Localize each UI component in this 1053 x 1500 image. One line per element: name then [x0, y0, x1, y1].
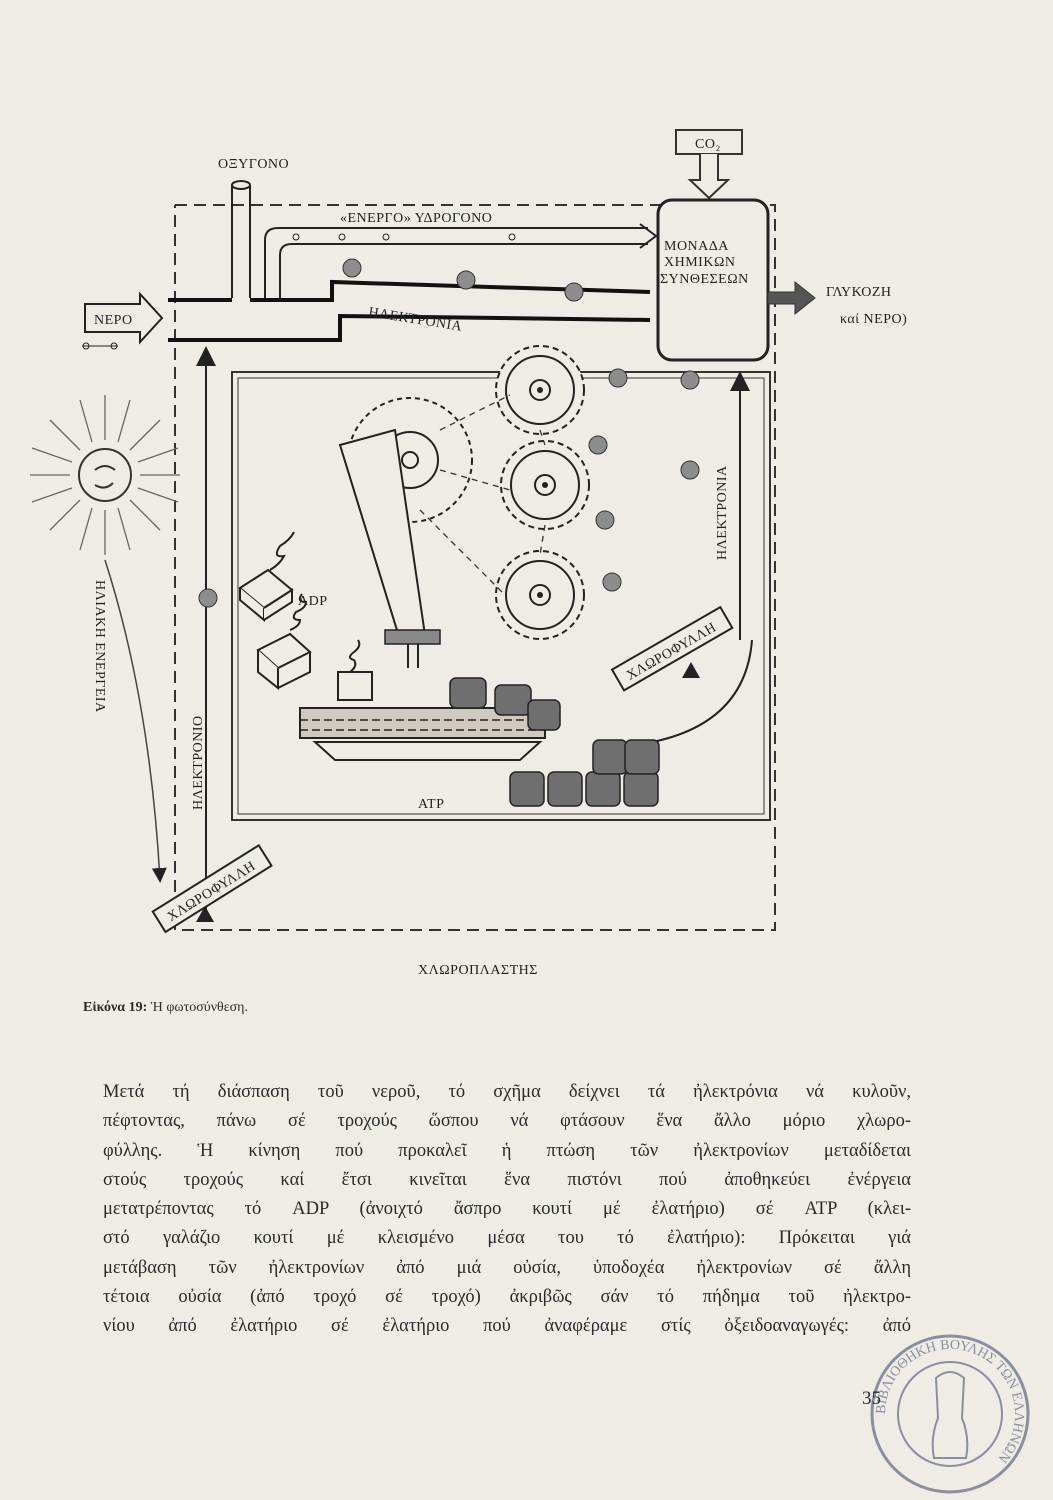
atp-label: ATP: [418, 797, 444, 812]
body-paragraph: Μετά τή διάσπαση τοῦ νεροῦ, τό σχῆμα δεί…: [103, 1078, 911, 1342]
electron-left-label: ΗΛΕΚΤΡΟΝΙΟ: [191, 715, 206, 810]
solar-ray: [104, 559, 167, 883]
body-line: τέτοια οὐσία (ἀπό τροχό σέ τροχό) ἀκριβῶ…: [103, 1287, 911, 1308]
hydrogen-pipe: [264, 227, 648, 298]
page-number: 35: [862, 1388, 881, 1409]
electrons-right-label: ΗΛΕΚΤΡΟΝΙΑ: [715, 465, 730, 560]
chloroplast-boundary: [174, 204, 776, 931]
atp-blocks: [449, 677, 660, 807]
electron-channel: [168, 279, 651, 342]
figure-caption: Εἰκόνα 19: Ἡ φωτοσύνθεση.: [83, 1000, 248, 1016]
oxygen-pipe: [231, 185, 251, 298]
chlorophyll-left-marker: [196, 906, 214, 922]
solar-energy-label: ΗΛΙΑΚΗ ΕΝΕΡΓΕΙΑ: [92, 580, 107, 713]
glucose-label: ΓΛΥΚΟΖΗ: [826, 285, 891, 300]
chloroplast-label: ΧΛΩΡΟΠΛΑΣΤΗΣ: [418, 963, 538, 978]
photosynthesis-diagram: CO₂ ΜΟΝΑΔΑ ΧΗΜΙΚΩΝ ΣΥΝΘΕΣΕΩΝ ΓΛΥΚΟΖΗ καί…: [30, 129, 907, 978]
body-line: στό γαλάζιο κουτί μέ κλεισμένο μέσα του …: [103, 1228, 911, 1249]
body-line: μετάβαση τῶν ἠλεκτρονίων ἀπό μιά οὐσία, …: [103, 1257, 911, 1278]
co2-box: [675, 129, 743, 155]
oxygen-label: ΟΞΥΓΟΝΟ: [218, 157, 289, 172]
body-line: Μετά τή διάσπαση τοῦ νεροῦ, τό σχῆμα δεί…: [103, 1082, 911, 1102]
caption-text: Ἡ φωτοσύνθεση.: [150, 1000, 248, 1015]
body-line: φύλλης. Ἡ κίνηση πού προκαλεῖ ἡ πτώση τῶ…: [103, 1140, 911, 1161]
caption-prefix: Εἰκόνα 19:: [83, 1000, 148, 1015]
synthesis-unit: [656, 198, 770, 362]
co2-arrow: [687, 154, 731, 200]
piston: [338, 428, 441, 668]
chlorophyll-left-label: ΧΛΩΡΟΦΥΛΛΗ: [165, 859, 259, 925]
adp-box-2: [256, 593, 312, 691]
unit-label-3: ΣΥΝΘΕΣΕΩΝ: [660, 272, 749, 287]
conveyor-belt: [299, 707, 546, 761]
gear-wheel-middle: [500, 440, 590, 530]
chlorophyll-right-label: ΧΛΩΡΟΦΥΛΛΗ: [624, 620, 719, 683]
glucose-arrow: [767, 280, 816, 316]
body-line: νίου ἀπό ἐλατήριο σέ ἐλατήριο πού ἀναφέρ…: [103, 1316, 911, 1337]
water-label: ΝΕΡΟ: [94, 313, 133, 328]
body-line: στούς τροχούς καί ἔτσι κινεῖται ἕνα πιστ…: [103, 1169, 911, 1190]
body-line: πέφτοντας, πάνω σέ τροχούς ὥσπου νά φτάσ…: [103, 1111, 911, 1132]
adp-box-3: [337, 639, 373, 701]
library-stamp: ΒΙΒΛΙΟΘΗΚΗ ΒΟΥΛΗΣ ΤΩΝ ΕΛΛΗΝΩΝ: [870, 1334, 1030, 1494]
adp-box-1: [238, 531, 295, 623]
chlorophyll-right-marker: [682, 662, 700, 678]
gear-wheel-top: [495, 345, 585, 435]
active-hydrogen-label: «ΕΝΕΡΓΟ» ΥΔΡΟΓΟΝΟ: [340, 211, 492, 226]
body-line: μετατρέποντας τό ADP (ἀνοιχτό ἄσπρο κουτ…: [103, 1199, 911, 1220]
unit-label-1: ΜΟΝΑΔΑ: [664, 239, 729, 254]
unit-label-2: ΧΗΜΙΚΩΝ: [664, 255, 735, 270]
co2-label: CO₂: [695, 137, 721, 152]
water-arrow: [84, 291, 164, 345]
electron-figures: [198, 258, 700, 608]
electrons-top-label: ΗΛΕΚΤΡΟΝΙΑ: [367, 305, 463, 335]
gear-wheel-bottom: [495, 550, 585, 640]
and-water-label: καί ΝΕΡΟ): [840, 312, 907, 327]
sun-icon: [30, 395, 180, 555]
